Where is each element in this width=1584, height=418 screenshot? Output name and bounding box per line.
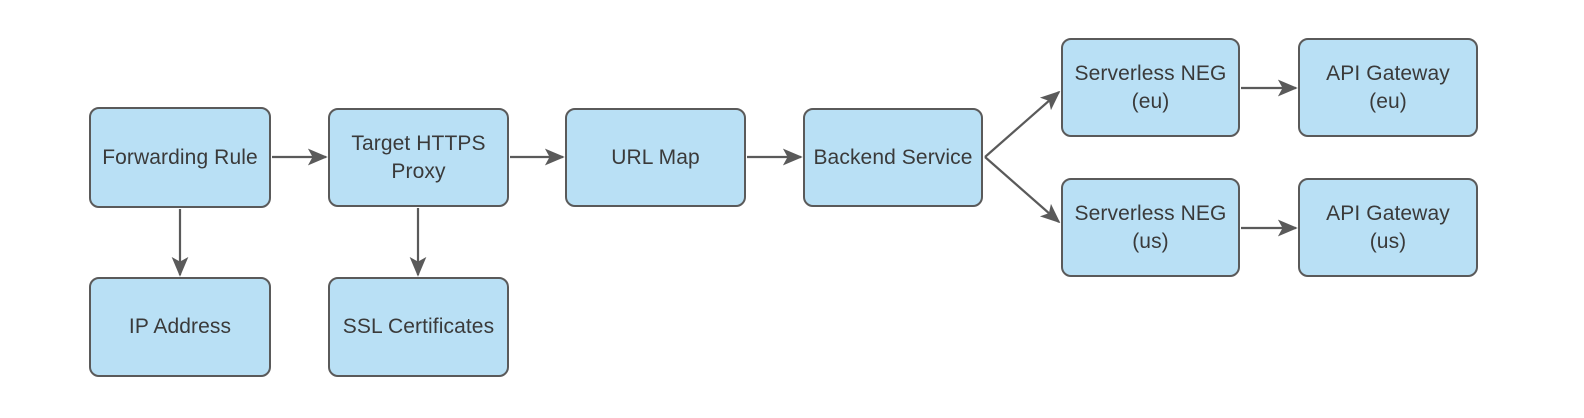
- node-label-ssl-certificates: SSL Certificates: [342, 315, 495, 339]
- edge-backend-service-to-serverless-neg-us: [984, 156, 1061, 224]
- node-label-api-gateway-us: API Gateway (us): [1326, 201, 1450, 253]
- node-api-gateway-eu[interactable]: API Gateway (eu): [1298, 38, 1478, 137]
- node-label-api-gateway-eu: API Gateway (eu): [1326, 61, 1450, 113]
- node-label-serverless-neg-us: Serverless NEG (us): [1074, 201, 1227, 253]
- node-backend-service[interactable]: Backend Service: [803, 108, 983, 207]
- edge-backend-service-to-serverless-neg-eu: [984, 90, 1061, 158]
- node-url-map[interactable]: URL Map: [565, 108, 746, 207]
- node-target-https-proxy[interactable]: Target HTTPS Proxy: [328, 108, 509, 207]
- node-label-url-map: URL Map: [611, 145, 700, 169]
- node-label-serverless-neg-eu: Serverless NEG (eu): [1074, 61, 1227, 113]
- node-ssl-certificates[interactable]: SSL Certificates: [328, 277, 509, 377]
- node-label-target-https-proxy: Target HTTPS Proxy: [351, 131, 486, 183]
- node-serverless-neg-us[interactable]: Serverless NEG (us): [1061, 178, 1240, 277]
- node-ip-address[interactable]: IP Address: [89, 277, 271, 377]
- node-forwarding-rule[interactable]: Forwarding Rule: [89, 107, 271, 208]
- node-label-forwarding-rule: Forwarding Rule: [102, 145, 258, 169]
- node-api-gateway-us[interactable]: API Gateway (us): [1298, 178, 1478, 277]
- node-label-ip-address: IP Address: [128, 315, 232, 339]
- node-serverless-neg-eu[interactable]: Serverless NEG (eu): [1061, 38, 1240, 137]
- node-label-backend-service: Backend Service: [813, 145, 973, 169]
